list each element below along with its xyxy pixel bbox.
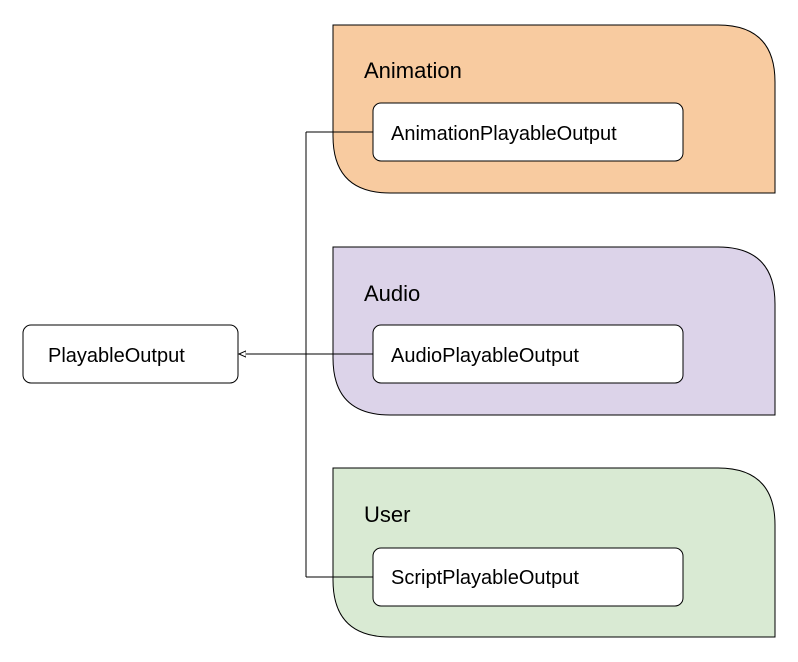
playable-output-label: PlayableOutput <box>48 345 185 367</box>
group-user: User ScriptPlayableOutput <box>332 467 776 638</box>
group-audio: Audio AudioPlayableOutput <box>332 246 776 416</box>
group-animation: Animation AnimationPlayableOutput <box>332 24 776 194</box>
group-audio-title: Audio <box>364 281 420 306</box>
playable-output-box[interactable] <box>22 324 239 384</box>
base-node: PlayableOutput <box>22 324 239 384</box>
audio-playable-output-label: AudioPlayableOutput <box>391 345 579 367</box>
animation-playable-output-label: AnimationPlayableOutput <box>391 123 617 145</box>
connectors <box>239 131 373 578</box>
group-user-title: User <box>364 502 410 527</box>
script-playable-output-label: ScriptPlayableOutput <box>391 567 579 589</box>
group-animation-title: Animation <box>364 58 462 83</box>
